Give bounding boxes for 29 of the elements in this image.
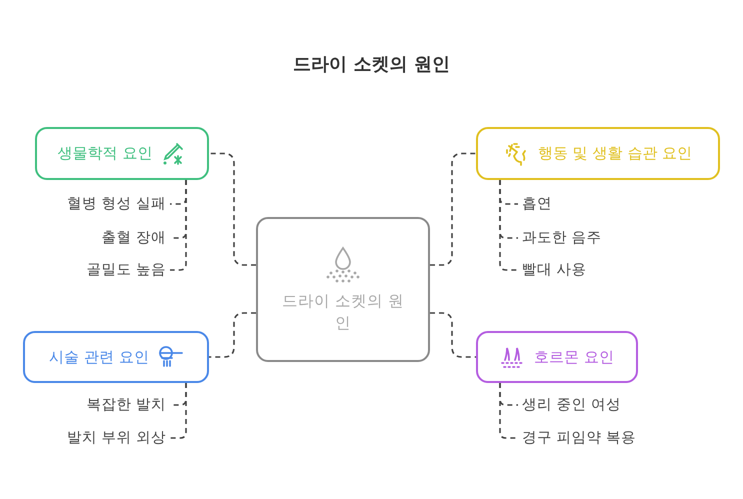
connector bbox=[499, 383, 518, 439]
category-box bbox=[476, 127, 720, 180]
connector bbox=[499, 180, 518, 271]
category-box bbox=[476, 331, 638, 383]
connector bbox=[209, 152, 256, 266]
connector bbox=[170, 383, 187, 439]
box-label: 행동 및 생활 습관 요인 bbox=[538, 144, 692, 163]
cause-label: 골밀도 높음 bbox=[86, 260, 166, 280]
connector bbox=[170, 180, 187, 271]
cause-label: 발치 부위 외상 bbox=[66, 428, 166, 448]
cause-label: 출혈 장애 bbox=[101, 228, 166, 248]
box-label: 호르몬 요인 bbox=[534, 348, 614, 366]
cause-label: 흡연 bbox=[522, 194, 552, 214]
box-label: 드라이 소켓의 원인 bbox=[281, 290, 405, 334]
category-box bbox=[35, 127, 209, 180]
cause-label: 경구 피임약 복용 bbox=[522, 428, 636, 448]
cause-label: 과도한 음주 bbox=[522, 228, 602, 248]
title: 드라이 소켓의 원인 bbox=[293, 54, 450, 75]
connector bbox=[430, 152, 476, 266]
box-label: 생물학적 요인 bbox=[58, 144, 152, 163]
box-label: 시술 관련 요인 bbox=[49, 348, 149, 366]
cause-label: 복잡한 발치 bbox=[86, 395, 166, 415]
cause-label: 빨대 사용 bbox=[522, 260, 587, 280]
connector bbox=[209, 312, 256, 358]
cause-label: 생리 중인 여성 bbox=[522, 395, 622, 415]
connector bbox=[430, 312, 476, 358]
cause-label: 혈병 형성 실패 bbox=[66, 194, 166, 214]
topic-box bbox=[256, 217, 430, 362]
category-box bbox=[23, 331, 209, 383]
